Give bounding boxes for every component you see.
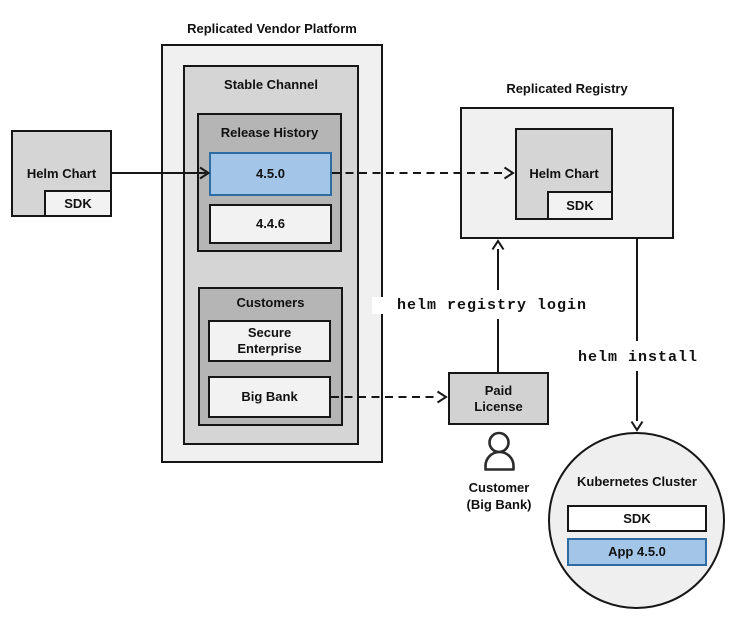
customers-title: Customers <box>236 295 305 310</box>
helm-install-command: helm install <box>538 349 738 366</box>
release-450-label: 4.5.0 <box>256 166 285 181</box>
cluster-sdk-box: SDK <box>567 505 707 532</box>
kubernetes-cluster-title: Kubernetes Cluster <box>577 474 697 489</box>
release-450-box: 4.5.0 <box>209 152 332 196</box>
customer-caption: Customer (Big Bank) <box>466 480 532 512</box>
big-bank-label: Big Bank <box>241 389 298 404</box>
stable-channel-title: Stable Channel <box>224 77 318 92</box>
cluster-app-label: App 4.5.0 <box>608 544 666 559</box>
paid-license-label: Paid License <box>474 382 523 414</box>
secure-enterprise-box: Secure Enterprise <box>208 320 331 362</box>
registry-sdk-label: SDK <box>566 197 594 213</box>
vendor-platform-title: Replicated Vendor Platform <box>187 21 357 36</box>
source-helm-chart-label: Helm Chart <box>26 165 97 181</box>
arrow-registry-to-cluster <box>630 239 644 432</box>
release-446-label: 4.4.6 <box>256 216 285 231</box>
registry-helm-chart-label: Helm Chart <box>529 166 599 181</box>
source-sdk-label: SDK <box>64 195 92 211</box>
release-446-box: 4.4.6 <box>209 204 332 244</box>
source-sdk-box: SDK <box>44 190 112 217</box>
secure-enterprise-label: Secure Enterprise <box>237 325 302 356</box>
helm-registry-login-command: helm registry login <box>372 297 612 314</box>
registry-title: Replicated Registry <box>506 81 628 96</box>
big-bank-box: Big Bank <box>208 376 331 418</box>
cluster-sdk-label: SDK <box>623 510 651 526</box>
customer-person-icon <box>484 431 515 471</box>
registry-sdk-box: SDK <box>547 191 613 220</box>
paid-license-box: Paid License <box>448 372 549 425</box>
release-history-title: Release History <box>220 125 319 140</box>
cluster-app-box: App 4.5.0 <box>567 538 707 566</box>
